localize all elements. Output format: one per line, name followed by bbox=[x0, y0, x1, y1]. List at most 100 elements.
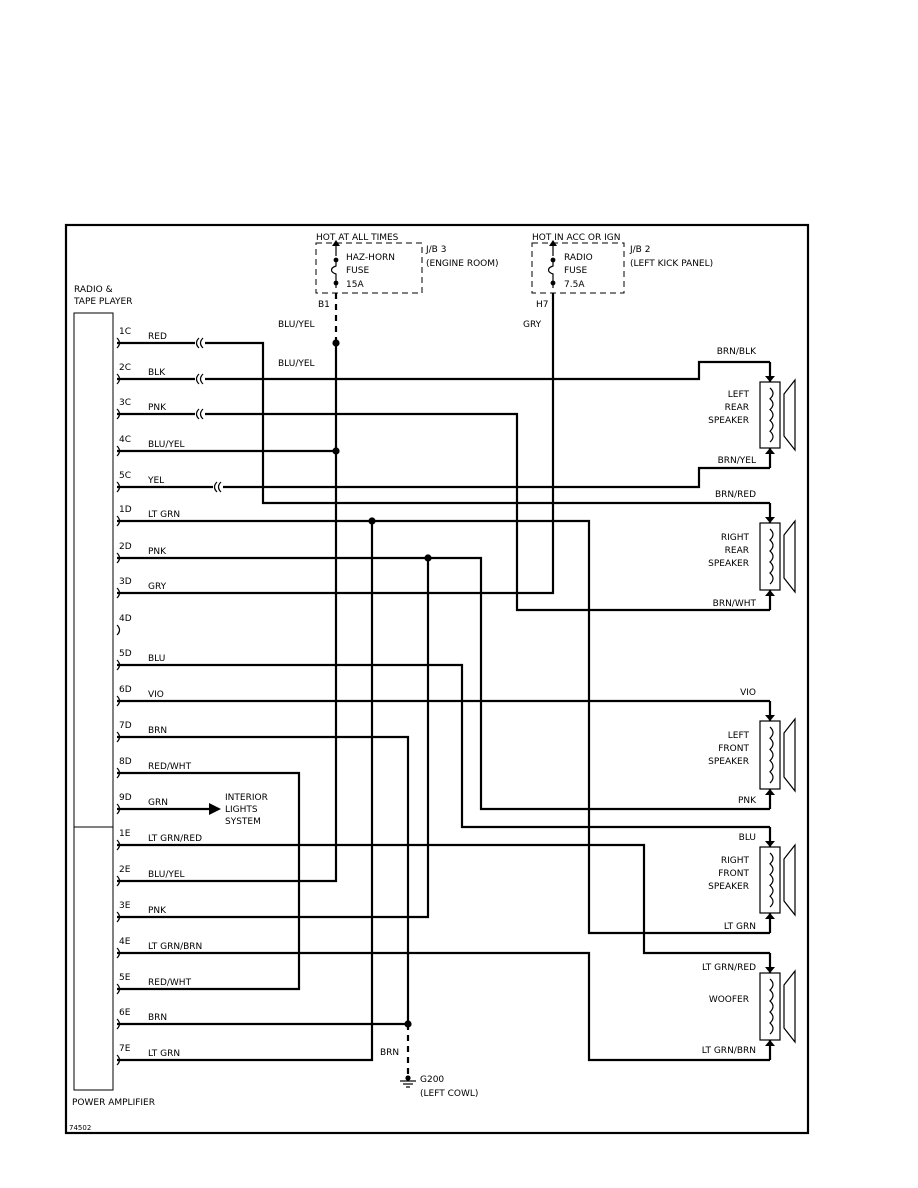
splice-dot-1 bbox=[332, 339, 340, 347]
speaker-5-top-wire-color: LT GRN/RED bbox=[702, 963, 756, 973]
pin-4c-label: 4C bbox=[119, 435, 131, 445]
inline-connector-a-4 bbox=[213, 481, 218, 493]
speaker-1-magnet-box bbox=[759, 381, 781, 449]
speaker-4-cone bbox=[783, 843, 796, 917]
wire-routing bbox=[117, 293, 770, 1062]
b1-wire-color: BLU/YEL bbox=[278, 320, 315, 330]
power-amplifier-label: POWER AMPLIFIER bbox=[72, 1098, 155, 1108]
radio-fuse-word: FUSE bbox=[564, 266, 587, 276]
hot-in-acc-label: HOT IN ACC OR IGN bbox=[532, 233, 620, 243]
pin-3e-label: 3E bbox=[119, 901, 131, 911]
fuse-left-element bbox=[330, 258, 337, 288]
wire-run-10 bbox=[117, 558, 430, 919]
pin-1c-wire-color: RED bbox=[148, 332, 167, 342]
speaker-1-name-line-1: LEFT bbox=[728, 390, 750, 400]
diagram-frame bbox=[64, 223, 810, 1135]
radio-fuse-name: RADIO bbox=[564, 253, 593, 263]
pin-8d-label: 8D bbox=[119, 757, 132, 767]
speaker-4-name-line-1: RIGHT bbox=[721, 856, 750, 866]
pin-1e-wire-color: LT GRN/RED bbox=[148, 834, 202, 844]
radio-tape-player-box bbox=[73, 312, 114, 828]
pin-9d-wire-color: GRN bbox=[148, 798, 168, 808]
pin-3d-label: 3D bbox=[119, 577, 132, 587]
speaker-4-name-line-2: FRONT bbox=[718, 869, 749, 879]
jb2-location: (LEFT KICK PANEL) bbox=[630, 259, 713, 269]
wire-run-1 bbox=[117, 341, 770, 505]
pin-2e-label: 2E bbox=[119, 865, 131, 875]
speaker-5-magnet-box bbox=[759, 972, 781, 1041]
speaker-1-name-line-3: SPEAKER bbox=[708, 416, 749, 426]
pin-4e-wire-color: LT GRN/BRN bbox=[148, 942, 202, 952]
wire-run-11 bbox=[117, 293, 555, 595]
speaker-4-top-wire-color: BLU bbox=[739, 833, 756, 843]
inline-connector-b-1 bbox=[199, 337, 204, 349]
radio-label-line-2: TAPE PLAYER bbox=[73, 297, 132, 307]
pin-2d-wire-color: PNK bbox=[148, 547, 167, 557]
pin-5e-label: 5E bbox=[119, 973, 131, 983]
speaker-3-coil bbox=[769, 726, 774, 784]
ground-point-dot bbox=[405, 1075, 411, 1081]
pin-8d-wire-color: RED/WHT bbox=[148, 762, 192, 772]
speaker-2-coil bbox=[769, 528, 774, 585]
fuse-right-arrow-head bbox=[549, 240, 557, 246]
pin-5c-label: 5C bbox=[119, 471, 131, 481]
speaker-5-arrow-bottom bbox=[765, 1040, 775, 1046]
wire-run-12 bbox=[117, 663, 770, 829]
speaker-1-arrow-top bbox=[765, 376, 775, 382]
jb3-label: J/B 3 bbox=[425, 245, 446, 255]
interior-lights-arrow bbox=[209, 803, 221, 815]
speaker-1-name-line-2: REAR bbox=[725, 403, 749, 413]
ground-wire-color: BRN bbox=[380, 1048, 399, 1058]
ground-id: G200 bbox=[420, 1075, 444, 1085]
pin-4c-wire-color: BLU/YEL bbox=[148, 440, 185, 450]
inline-connector-b-4 bbox=[217, 481, 222, 493]
interior-lights-line-1: INTERIOR bbox=[225, 793, 268, 803]
fuse-left-top-dot bbox=[333, 257, 339, 263]
power-amplifier-box bbox=[73, 826, 114, 1091]
speaker-2-name-line-1: RIGHT bbox=[721, 533, 750, 543]
fuse-left-arrow-head bbox=[332, 240, 340, 246]
speaker-2-top-wire-color: BRN/RED bbox=[715, 490, 756, 500]
speaker-1-cone bbox=[783, 378, 796, 452]
speaker-1-coil bbox=[769, 387, 774, 443]
speaker-2-cone bbox=[783, 519, 796, 594]
pin-1d-label: 1D bbox=[119, 505, 132, 515]
fuse-right-bottom-dot bbox=[550, 280, 556, 286]
speaker-2-name-line-3: SPEAKER bbox=[708, 559, 749, 569]
wire-markers bbox=[195, 337, 432, 1028]
jb3-location: (ENGINE ROOM) bbox=[426, 259, 499, 269]
interior-lights-line-2: LIGHTS bbox=[225, 805, 258, 815]
splice-dot-3 bbox=[368, 517, 376, 525]
haz-horn-fuse-name: HAZ-HORN bbox=[346, 253, 395, 263]
speakers: BRN/BLKBRN/YELLEFTREARSPEAKERBRN/REDBRN/… bbox=[702, 347, 796, 1060]
speaker-3-name-line-3: SPEAKER bbox=[708, 757, 749, 767]
pin-2e-wire-color: BLU/YEL bbox=[148, 870, 185, 880]
wire-run-7 bbox=[117, 519, 770, 935]
pin-6d-wire-color: VIO bbox=[148, 690, 164, 700]
wire-run-3 bbox=[117, 412, 770, 612]
ground-location: (LEFT COWL) bbox=[420, 1089, 478, 1099]
fuse-right-element bbox=[547, 258, 554, 288]
pin-5e-wire-color: RED/WHT bbox=[148, 978, 192, 988]
speaker-3-bottom-wire-color: PNK bbox=[738, 796, 757, 806]
speaker-1-top-wire-color: BRN/BLK bbox=[717, 347, 757, 357]
speaker-4-arrow-top bbox=[765, 841, 775, 847]
pin-7d-label: 7D bbox=[119, 721, 132, 731]
pin-1e-label: 1E bbox=[119, 829, 131, 839]
pin-2d-label: 2D bbox=[119, 542, 132, 552]
fuse-right-top-dot bbox=[550, 257, 556, 263]
wire-run-6 bbox=[117, 466, 770, 489]
pin-1d-wire-color: LT GRN bbox=[148, 510, 180, 520]
jb3-dashed-box bbox=[315, 242, 423, 294]
speaker-1-bottom-wire-color: BRN/YEL bbox=[718, 456, 756, 466]
interior-lights-line-3: SYSTEM bbox=[225, 817, 261, 827]
speaker-5-name-line-1: WOOFER bbox=[709, 995, 749, 1005]
diagram-id: 74502 bbox=[69, 1124, 91, 1132]
b1-wire-color-2: BLU/YEL bbox=[278, 359, 315, 369]
speaker-3-arrow-top bbox=[765, 715, 775, 721]
pin-2c-label: 2C bbox=[119, 363, 131, 373]
pin-3c-wire-color: PNK bbox=[148, 403, 167, 413]
speaker-3-arrow-bottom bbox=[765, 789, 775, 795]
pin-5d-label: 5D bbox=[119, 649, 132, 659]
